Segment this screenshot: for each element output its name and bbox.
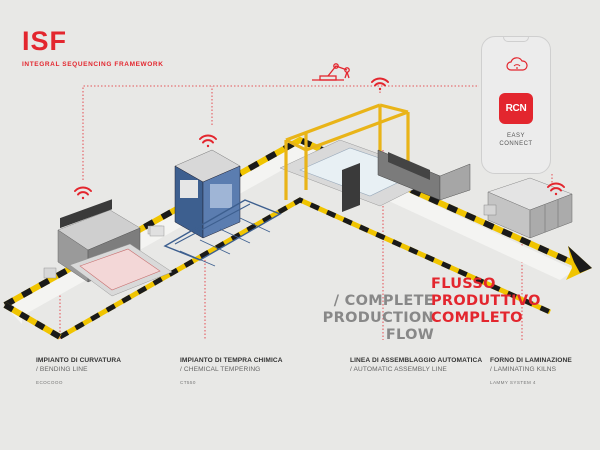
station-title: LINEA DI ASSEMBLAGGIO AUTOMATICA (350, 357, 483, 364)
station-label-assembly: LINEA DI ASSEMBLAGGIO AUTOMATICA / AUTOM… (350, 357, 482, 374)
station-label-laminating: FORNO DI LAMINAZIONE / LAMINATING KILNS … (490, 357, 572, 388)
station-subtitle: / AUTOMATIC ASSEMBLY LINE (350, 365, 447, 373)
headline-italian: FLUSSO PRODUTTIVO COMPLETO (431, 276, 541, 327)
headline-english-line: PRODUCTION (322, 310, 434, 326)
phone-mockup: RCN EASY CONNECT (481, 36, 551, 174)
wifi-icon (74, 186, 92, 200)
app-name-line2: CONNECT (499, 141, 533, 147)
station-title: IMPIANTO DI TEMPRA CHIMICA (180, 357, 283, 364)
station-title: IMPIANTO DI CURVATURA (36, 357, 122, 364)
wifi-icon (547, 182, 565, 196)
app-name-line1: EASY (506, 133, 525, 139)
wifi-icon (199, 134, 217, 148)
station-subtitle: / LAMINATING KILNS (490, 365, 557, 373)
wifi-icon (371, 77, 389, 91)
headline-english-line: / COMPLETE (333, 293, 434, 309)
robot-arm-icon (312, 63, 350, 81)
station-subtitle: / CHEMICAL TEMPERING (180, 365, 261, 373)
laminating-kilns (483, 177, 573, 239)
headline-english-line: FLOW (385, 327, 434, 343)
bending-line-machine (43, 199, 173, 297)
station-label-tempering: IMPIANTO DI TEMPRA CHIMICA / CHEMICAL TE… (180, 357, 283, 388)
headline-italian-line: COMPLETO (431, 310, 523, 326)
station-label-bending: IMPIANTO DI CURVATURA / BENDING LINE ECO… (36, 357, 121, 388)
station-brand: CT550 (180, 380, 196, 385)
phone-notch (503, 37, 529, 42)
chemical-tempering-machine (149, 149, 282, 267)
app-logo[interactable]: RCN (499, 93, 533, 124)
brand-title: ISF (22, 26, 68, 56)
headline-italian-line: FLUSSO (431, 276, 496, 292)
station-brand: ECOCOOO (36, 380, 63, 385)
brand-subtitle: INTEGRAL SEQUENCING FRAMEWORK (22, 61, 164, 68)
station-title: FORNO DI LAMINAZIONE (490, 357, 572, 364)
cloud-wifi-icon (506, 57, 528, 71)
headline-italian-line: PRODUTTIVO (431, 293, 541, 309)
headline-english: / COMPLETE PRODUCTION FLOW (300, 293, 434, 344)
app-name: EASY CONNECT (482, 132, 550, 148)
station-subtitle: / BENDING LINE (36, 365, 88, 373)
station-brand: LAMMY SYSTEM 4 (490, 380, 536, 385)
automatic-assembly-line (279, 103, 471, 212)
